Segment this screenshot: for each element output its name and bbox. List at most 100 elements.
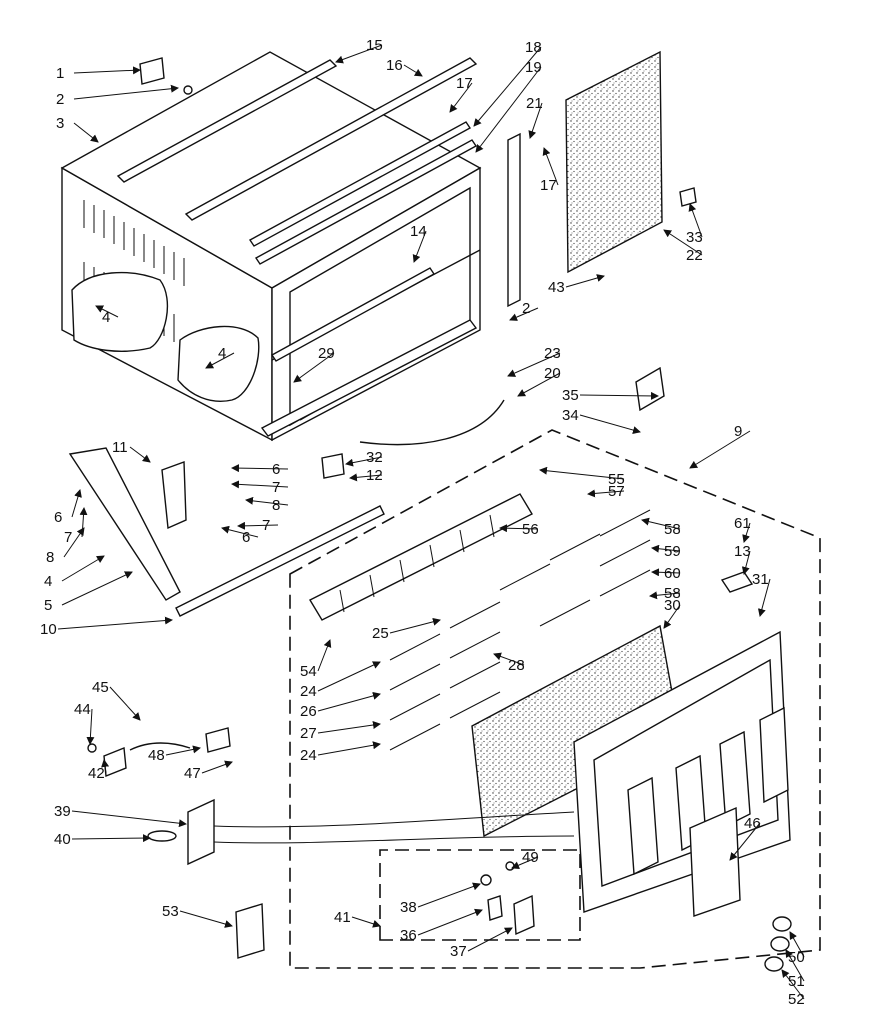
leader-line — [417, 908, 483, 936]
leader-line — [71, 810, 187, 828]
leader-line — [689, 430, 751, 469]
leader-line — [467, 927, 513, 952]
part-number-label: 28 — [508, 657, 525, 674]
leader-line — [517, 372, 561, 397]
leader-line — [389, 617, 441, 634]
leader-line — [86, 708, 95, 745]
part-number-label: 9 — [734, 423, 742, 440]
part-number-label: 46 — [744, 815, 761, 832]
part-number-label: 33 — [686, 229, 703, 246]
part-number-label: 32 — [366, 449, 383, 466]
part-number-label: 6 — [272, 461, 280, 478]
leader-line — [179, 910, 233, 928]
part-number-label: 43 — [548, 279, 565, 296]
leader-line — [475, 66, 542, 153]
leader-line — [579, 414, 641, 434]
leader-line — [742, 522, 751, 543]
part-number-label: 57 — [608, 483, 625, 500]
part-number-label: 2 — [522, 300, 530, 317]
part-number-label: 5 — [44, 597, 52, 614]
tube-array — [389, 509, 651, 751]
leader-line — [757, 578, 771, 617]
part-number-label: 15 — [366, 37, 383, 54]
rear-panel — [565, 50, 663, 274]
leader-line — [579, 391, 659, 400]
leader-line — [345, 456, 383, 467]
part-number-label: 25 — [372, 625, 389, 642]
leader-line — [237, 521, 279, 530]
ground-wire — [359, 399, 505, 446]
part-number-label: 36 — [400, 927, 417, 944]
leader-line — [71, 834, 151, 843]
leader-line — [165, 745, 201, 756]
part-number-label: 20 — [544, 365, 561, 382]
side-strip — [507, 132, 521, 308]
part-number-label: 30 — [664, 597, 681, 614]
leader-line — [73, 122, 99, 143]
part-number-label: 54 — [300, 663, 317, 680]
leader-line — [449, 82, 473, 113]
leader-line — [57, 616, 173, 630]
rails — [116, 57, 478, 362]
leader-line — [95, 305, 119, 318]
part-number-label: 8 — [272, 497, 280, 514]
leader-line — [651, 544, 681, 553]
leader-line — [201, 760, 233, 774]
leader-line — [317, 691, 381, 712]
leader-line — [651, 568, 681, 577]
leader-line — [317, 639, 332, 672]
part-number-label: 35 — [562, 387, 579, 404]
leader-line — [507, 352, 561, 377]
part-number-label: 60 — [664, 565, 681, 582]
part-number-label: 23 — [544, 345, 561, 362]
leader-line — [317, 661, 381, 692]
part-number-label: 34 — [562, 407, 579, 424]
part-number-label: 2 — [56, 91, 64, 108]
part-number-label: 13 — [734, 543, 751, 560]
leader-line — [417, 882, 481, 908]
part-number-label: 10 — [40, 621, 57, 638]
leader-line — [317, 721, 381, 734]
leader-line — [649, 591, 681, 600]
part-number-label: 8 — [46, 549, 54, 566]
leader-line — [403, 64, 423, 77]
leader-line — [129, 446, 151, 463]
part-number-label: 4 — [102, 309, 110, 326]
part-number-label: 51 — [788, 973, 805, 990]
leader-line — [109, 686, 141, 721]
leader-line — [245, 496, 289, 506]
part-number-label: 26 — [300, 703, 317, 720]
part-number-label: 41 — [334, 909, 351, 926]
leader-line — [231, 464, 289, 473]
chassis-boundary — [289, 429, 821, 969]
small-parts — [139, 57, 754, 593]
leader-line — [663, 604, 681, 629]
part-number-label: 49 — [522, 849, 539, 866]
part-number-label: 55 — [608, 471, 625, 488]
leader-line — [511, 856, 539, 869]
part-number-label: 48 — [148, 747, 165, 764]
leader-line — [781, 969, 805, 1000]
part-number-label: 12 — [366, 467, 383, 484]
leader-line — [565, 274, 605, 288]
part-number-label: 6 — [242, 529, 250, 546]
leader-line — [231, 480, 289, 489]
leader-line — [473, 46, 542, 127]
part-number-label: 7 — [262, 517, 270, 534]
leader-line — [73, 66, 141, 75]
leader-line — [587, 489, 625, 498]
part-number-label: 29 — [318, 345, 335, 362]
leader-line — [73, 84, 179, 100]
part-number-label: 22 — [686, 247, 703, 264]
part-number-label: 47 — [184, 765, 201, 782]
part-number-label: 4 — [218, 345, 226, 362]
part-number-label: 4 — [44, 573, 52, 590]
sub-boundary — [379, 849, 581, 941]
leader-line — [205, 352, 235, 369]
part-number-label: 52 — [788, 991, 805, 1008]
part-number-label: 61 — [734, 515, 751, 532]
part-number-label: 39 — [54, 803, 71, 820]
